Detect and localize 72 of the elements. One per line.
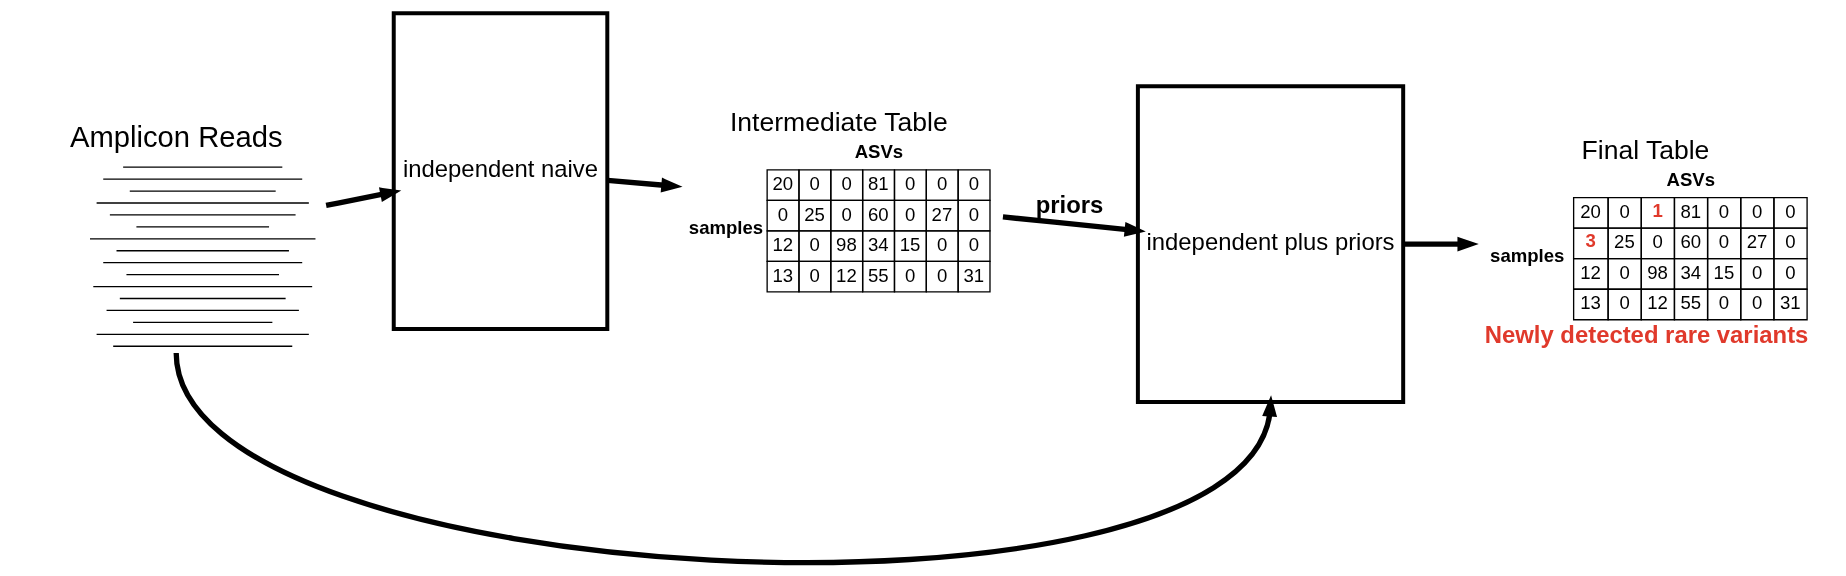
label: 81 [1680,200,1702,222]
label: 0 [905,172,916,194]
label: 25 [804,203,825,225]
label: 0 [1752,292,1763,314]
label: 0 [905,264,916,286]
label: 12 [1647,292,1668,314]
label: 25 [1614,231,1635,253]
arrow [607,177,683,193]
node-label: samples [688,217,764,239]
node-label: ASVs [1666,169,1715,191]
label: 81 [867,172,889,194]
edge-label: priors [1035,190,1104,218]
label: 0 [936,234,948,256]
label: 0 [936,172,948,194]
label: 0 [1785,231,1796,253]
label: 0 [809,172,820,194]
label: 0 [1718,200,1730,222]
label: 12 [1580,261,1601,283]
label: 0 [1718,292,1730,314]
node-label: samples [1490,245,1565,267]
label: 0 [1785,261,1796,283]
node-label: Intermediate Table [730,107,948,138]
label: 98 [1647,261,1668,283]
label: 31 [963,264,985,286]
label: 0 [1752,200,1763,222]
arrow [173,351,1278,565]
node-box: independent plus priors [1135,84,1406,404]
label: 0 [841,172,852,194]
label: 0 [936,264,948,286]
label: 0 [968,234,980,256]
label: 0 [1652,231,1663,253]
label: 34 [1680,261,1702,283]
label: 0 [905,203,916,225]
label: 0 [1619,200,1630,222]
label: 12 [772,234,794,256]
label: 0 [1619,261,1630,283]
label: 31 [1779,292,1801,314]
label: 3 [1585,230,1596,252]
node-label: ASVs [854,141,904,163]
label: 15 [899,234,921,256]
node-label: Newly detected rare variants [1484,320,1809,348]
node-label: Final Table [1581,135,1710,166]
label: 0 [809,264,820,286]
label: 34 [867,234,889,256]
label: 60 [867,203,889,225]
label: 15 [1713,261,1735,283]
label: 20 [1580,200,1601,222]
label: 0 [809,234,820,256]
label: 0 [1752,261,1763,283]
node-box: independent naive [391,11,610,331]
label: 13 [772,264,794,286]
label: 55 [1680,292,1702,314]
label: 0 [968,203,980,225]
label: 12 [836,264,857,286]
label: 13 [1580,292,1601,314]
label: 0 [968,172,980,194]
label: 1 [1652,199,1663,221]
label: 55 [867,264,889,286]
arrow [1403,236,1479,252]
label: 27 [931,203,953,225]
label: 98 [836,234,857,256]
label: 0 [841,203,852,225]
label: 27 [1746,231,1768,253]
label: 0 [1718,231,1730,253]
label: 0 [777,203,789,225]
node-text: Amplicon Reads [70,120,283,153]
label: 60 [1680,231,1702,253]
label: 0 [1619,292,1630,314]
arrow [1002,214,1146,237]
arrow [325,187,402,209]
label: 0 [1785,200,1796,222]
label: 20 [772,172,794,194]
